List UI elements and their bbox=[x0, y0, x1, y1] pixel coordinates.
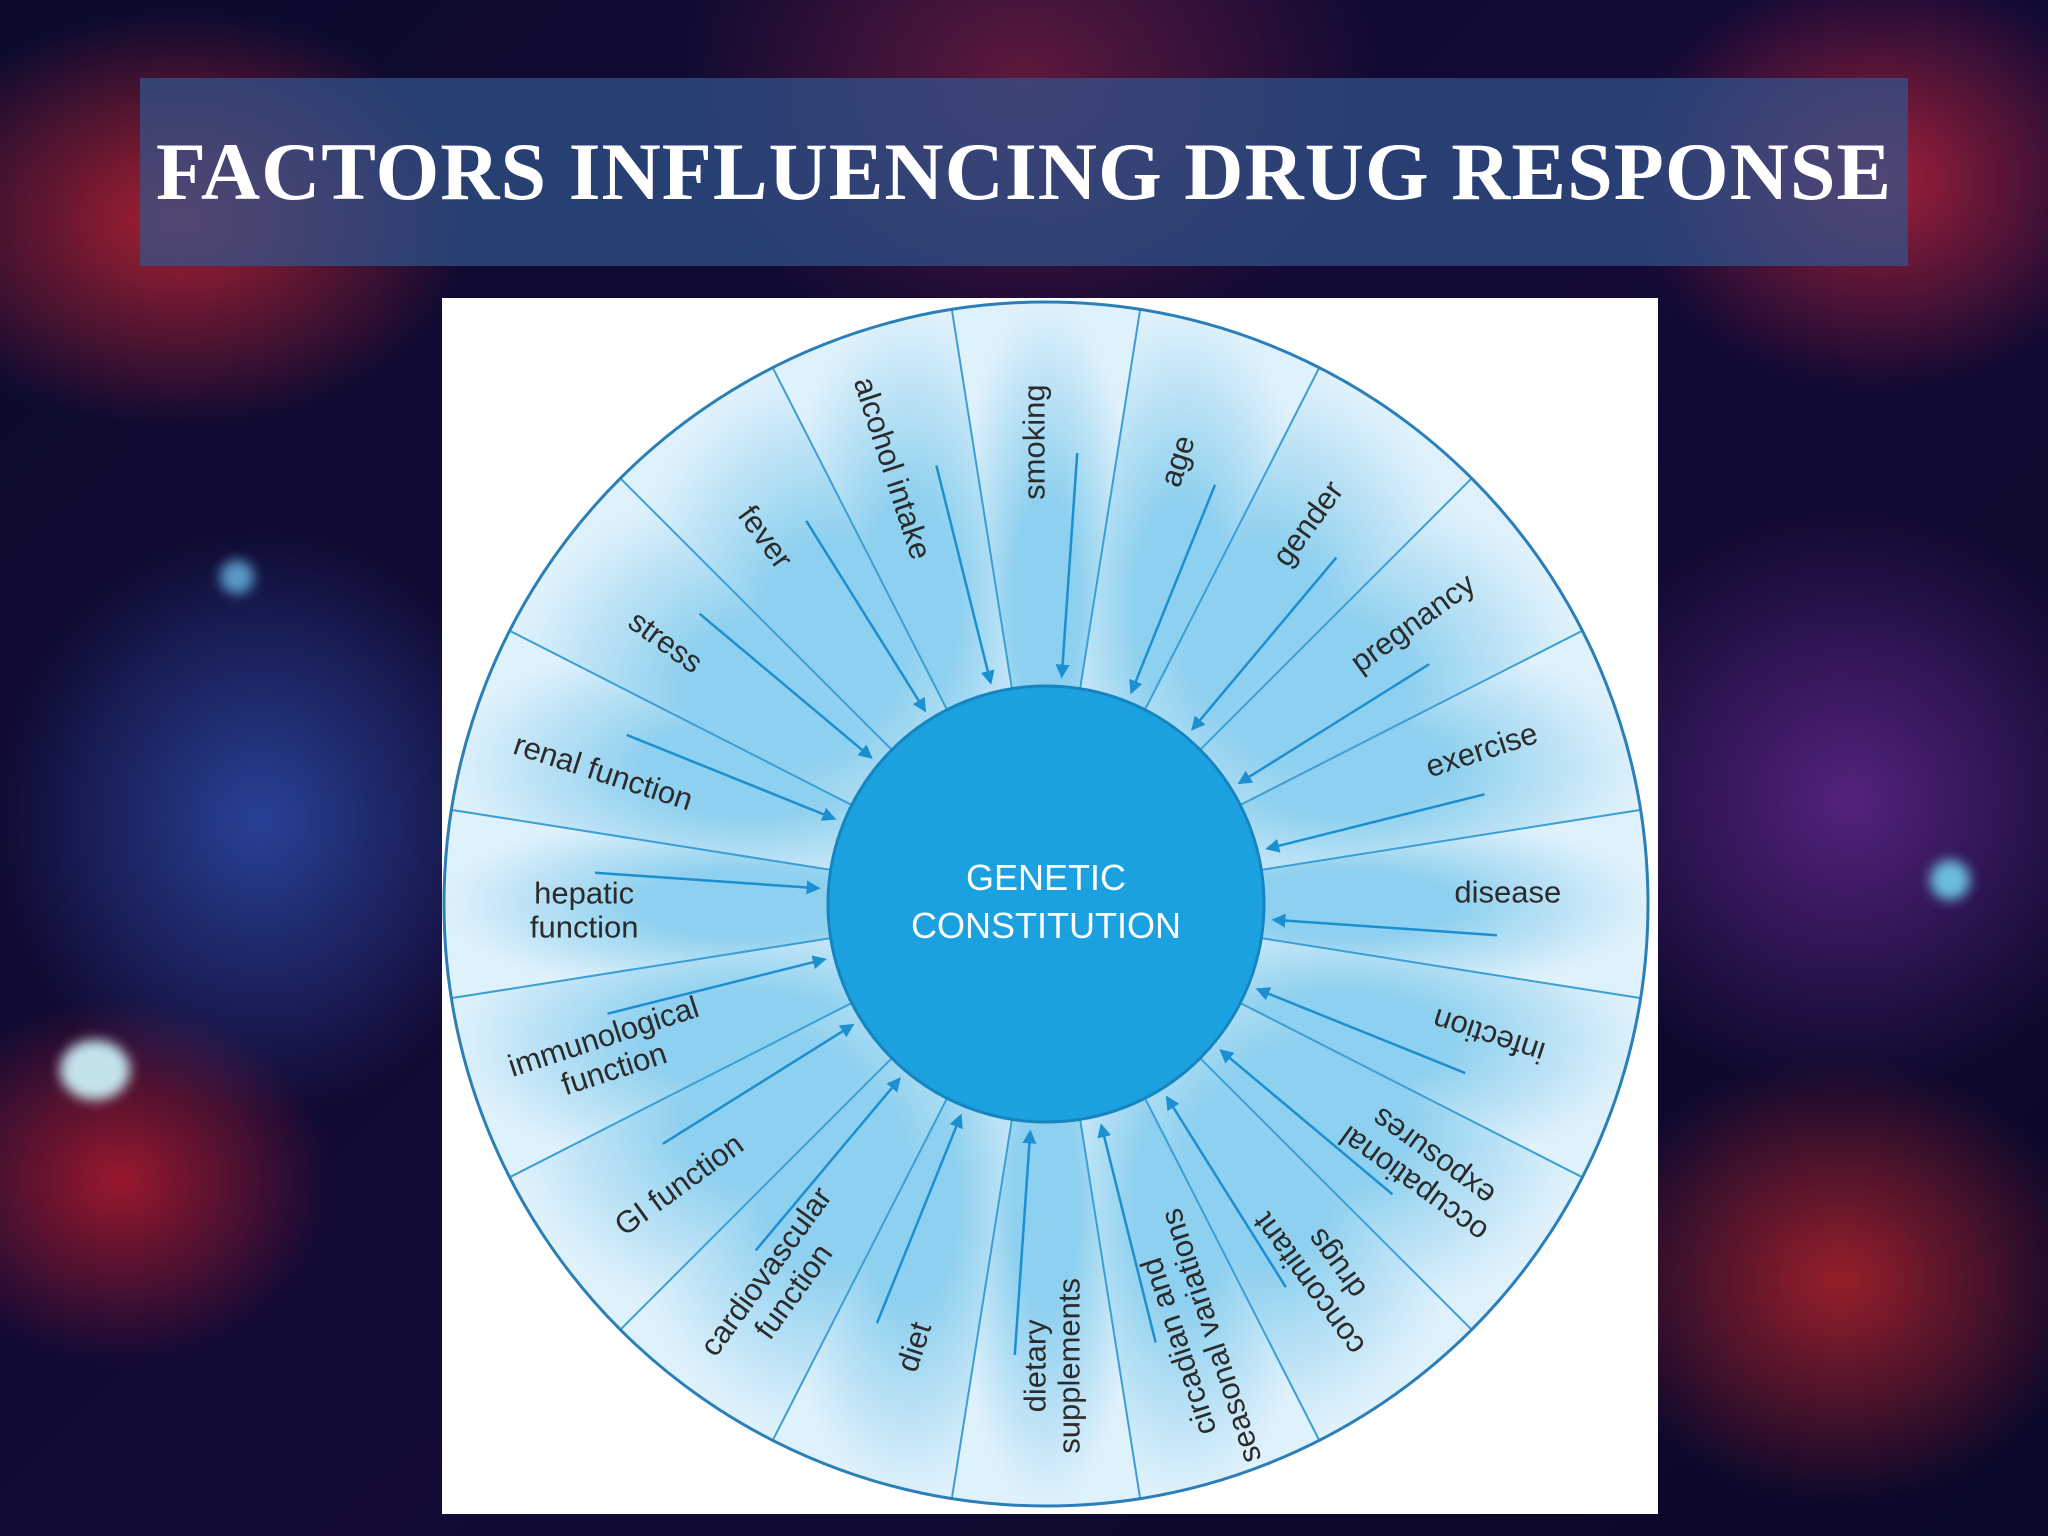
factor-arrow bbox=[1219, 1049, 1394, 1196]
factor-arrow bbox=[875, 1113, 963, 1324]
sector-divider bbox=[1199, 477, 1473, 751]
factor-arrow bbox=[594, 871, 821, 895]
sector-divider bbox=[1261, 937, 1641, 1000]
sector-divider bbox=[1079, 1119, 1142, 1499]
factor-arrow bbox=[805, 520, 927, 713]
sector-divider bbox=[771, 367, 948, 711]
factor-arrow bbox=[662, 1023, 855, 1145]
sector-divider bbox=[1239, 629, 1583, 806]
sector-divider bbox=[619, 477, 893, 751]
background-glow-spot bbox=[60, 1040, 130, 1100]
sector-divider bbox=[950, 309, 1013, 689]
sector-divider bbox=[1144, 1097, 1321, 1441]
factor-arrow bbox=[1191, 556, 1338, 731]
sector-divider bbox=[509, 629, 853, 806]
factor-arrow bbox=[754, 1077, 901, 1252]
factor-arrow bbox=[1271, 913, 1498, 937]
title-band: FACTORS INFLUENCING DRUG RESPONSE bbox=[140, 78, 1908, 266]
factor-arrow bbox=[935, 465, 995, 685]
sector-divider bbox=[1079, 309, 1142, 689]
background-glow-spot bbox=[1930, 860, 1970, 900]
factor-arrow bbox=[1055, 452, 1079, 679]
factor-sector bbox=[1046, 809, 1648, 999]
sector-divider bbox=[1261, 808, 1641, 871]
center-label-line-2: CONSTITUTION bbox=[911, 905, 1181, 946]
factor-arrow bbox=[1129, 484, 1217, 695]
factor-label: dietarysupplements bbox=[1018, 1278, 1087, 1454]
sector-divider bbox=[619, 1057, 893, 1331]
factor-arrow bbox=[1097, 1123, 1157, 1343]
sector-divider bbox=[451, 808, 831, 871]
sector-divider bbox=[950, 1119, 1013, 1499]
sector-divider bbox=[1199, 1057, 1473, 1331]
factor-sector bbox=[951, 904, 1141, 1506]
sector-divider bbox=[1239, 1002, 1583, 1179]
factor-label: disease bbox=[1454, 874, 1561, 909]
sector-divider bbox=[1144, 367, 1321, 711]
sector-divider bbox=[771, 1097, 948, 1441]
sector-divider bbox=[509, 1002, 853, 1179]
factor-sector bbox=[444, 809, 1046, 999]
background-glow-spot bbox=[220, 560, 254, 594]
factor-arrow bbox=[1237, 663, 1430, 785]
factor-arrow bbox=[1255, 987, 1466, 1075]
factor-arrow bbox=[1165, 1095, 1287, 1288]
center-label-line-1: GENETIC bbox=[966, 857, 1126, 898]
factor-label: smoking bbox=[1016, 384, 1051, 499]
factor-arrow bbox=[698, 612, 873, 759]
factor-arrow bbox=[626, 733, 837, 821]
factor-arrow bbox=[607, 955, 827, 1015]
factor-arrow bbox=[1265, 793, 1485, 853]
outer-ring bbox=[442, 300, 1650, 1508]
center-circle bbox=[826, 684, 1266, 1124]
sector-divider bbox=[451, 937, 831, 1000]
factor-arrow bbox=[1013, 1129, 1037, 1356]
slide-title: FACTORS INFLUENCING DRUG RESPONSE bbox=[155, 126, 1893, 217]
factor-sector bbox=[951, 302, 1141, 904]
